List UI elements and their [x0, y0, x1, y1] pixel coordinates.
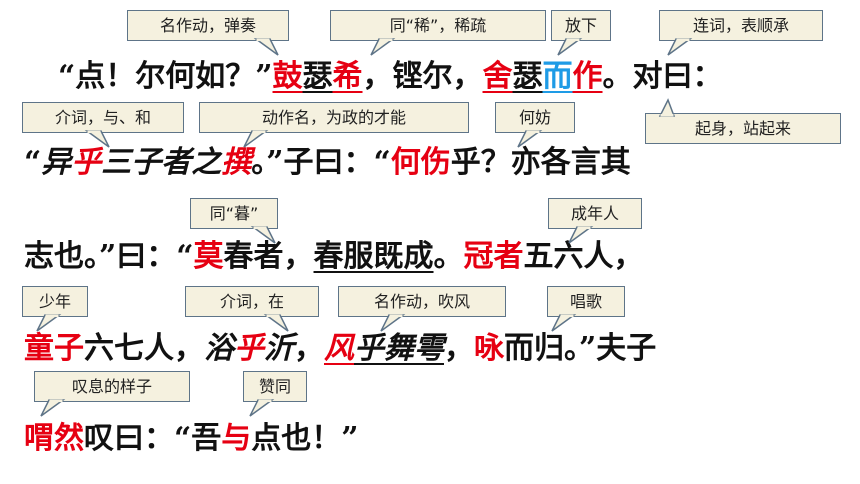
highlighted-word: 鼓: [272, 59, 303, 94]
callout-text: 介词，在: [219, 292, 284, 311]
text-segment: ，: [294, 331, 324, 366]
callout-heshang-note: 何妨: [495, 102, 575, 148]
text-segment: 。: [433, 239, 464, 274]
callout-text: 连词，表顺承: [692, 16, 789, 35]
callout-tongzi-note: 少年: [22, 286, 88, 332]
callout-pointer: [370, 37, 396, 56]
callout-pointer: [253, 37, 279, 56]
highlighted-word: 而: [542, 59, 573, 94]
callout-text: 叹息的样子: [71, 377, 152, 396]
text-segment: ，: [444, 331, 474, 366]
callout-pointer: [551, 313, 577, 332]
text-segment: 点也！”: [251, 421, 359, 456]
callout-pointer: [380, 313, 406, 332]
callout-pointer: [243, 129, 269, 148]
callout-she-note: 放下: [551, 10, 611, 56]
callout-text: 介词，与、和: [54, 108, 151, 127]
callout-er-note: 连词，表顺承: [659, 10, 823, 56]
callout-text: 少年: [38, 292, 71, 311]
text-segment: 瑟: [302, 59, 333, 94]
callout-pointer: [263, 313, 289, 332]
callout-text: 名作动，吹风: [373, 292, 470, 311]
callout-pointer: [568, 225, 594, 244]
highlighted-word: 童子: [24, 331, 84, 366]
callout-text: 唱歌: [569, 292, 602, 311]
callout-pointer: [658, 97, 676, 117]
highlighted-word: 乎: [71, 145, 102, 180]
highlighted-word: 咏: [474, 331, 504, 366]
callout-text: 名作动，弹奏: [159, 16, 256, 35]
callout-yong-note: 唱歌: [547, 286, 625, 332]
text-segment: 。”子曰：“: [251, 145, 391, 180]
callout-text: 动作名，为政的才能: [261, 108, 406, 127]
text-segment: “: [24, 145, 42, 180]
text-segment: 。对曰：: [602, 59, 723, 94]
callout-zuo-note: 起身，站起来: [645, 97, 841, 144]
callout-xi-note: 同“稀”，稀疏: [330, 10, 546, 56]
callout-text: 赞同: [258, 377, 291, 396]
callout-gu-note: 名作动，弹奏: [127, 10, 289, 56]
highlighted-word: 喟然: [24, 421, 84, 456]
highlighted-word: 风: [324, 331, 354, 366]
text-line-2: “异乎三子者之撰。”子曰：“何伤乎？亦各言其: [24, 143, 631, 183]
callout-feng-note: 名作动，吹风: [338, 286, 506, 332]
callout-zhuan-note: 动作名，为政的才能: [199, 102, 469, 148]
callout-pointer: [250, 225, 276, 244]
callout-hu-note: 介词，与、和: [22, 102, 184, 148]
callout-pointer: [557, 37, 583, 56]
highlighted-word: 乎: [234, 331, 264, 366]
highlighted-word: 莫: [193, 239, 224, 274]
text-segment: 春者，: [223, 239, 314, 274]
callout-text: 放下: [564, 16, 597, 35]
highlighted-word: 希: [332, 59, 363, 94]
callout-text: 何妨: [518, 108, 551, 127]
callout-text: 成年人: [570, 204, 619, 223]
text-segment: 乎？亦各言其: [450, 145, 631, 180]
highlighted-word: 何伤: [390, 145, 451, 180]
text-segment: 叹曰：“吾: [84, 421, 222, 456]
highlighted-word: 冠者: [463, 239, 524, 274]
callout-pointer: [40, 398, 66, 417]
callout-kuiran-note: 叹息的样子: [34, 371, 190, 417]
text-segment: 而归。”夫子: [504, 331, 657, 366]
text-line-4: 童子六七人，浴乎沂，风乎舞雩，咏而归。”夫子: [24, 329, 656, 369]
text-segment: 瑟: [512, 59, 543, 94]
text-line-3: 志也。”曰：“莫春者，春服既成。冠者五六人，: [24, 237, 644, 277]
text-segment: ，铿尔，: [362, 59, 483, 94]
text-segment: 春服既成: [313, 239, 434, 274]
text-segment: 乎舞雩: [354, 331, 444, 366]
callout-pointer: [517, 129, 543, 148]
callout-pointer: [249, 398, 275, 417]
callout-yuhu-note: 介词，在: [185, 286, 319, 332]
highlighted-word: 舍: [482, 59, 513, 94]
text-segment: 志也。”曰：“: [24, 239, 194, 274]
highlighted-word: 撰: [221, 145, 252, 180]
text-segment: 三子者之: [101, 145, 222, 180]
callout-mu-note: 同“暮”: [190, 198, 278, 244]
callout-pointer: [36, 313, 62, 332]
text-segment: “点！尔何如？”: [58, 59, 273, 94]
callout-pointer: [667, 37, 693, 56]
callout-text: 同“稀”，稀疏: [389, 16, 487, 35]
callout-text: 同“暮”: [209, 204, 259, 223]
text-line-1: “点！尔何如？”鼓瑟希，铿尔，舍瑟而作。对曰：: [58, 57, 723, 97]
text-line-5: 喟然叹曰：“吾与点也！”: [24, 419, 359, 459]
text-segment: 沂: [264, 331, 294, 366]
callout-pointer: [84, 129, 110, 148]
text-segment: 六七人，: [84, 331, 204, 366]
text-segment: 异: [41, 145, 72, 180]
callout-yu-note: 赞同: [243, 371, 307, 417]
text-segment: 浴: [204, 331, 234, 366]
callout-text: 起身，站起来: [694, 119, 791, 138]
text-segment: 五六人，: [523, 239, 644, 274]
callout-guanzhe-note: 成年人: [548, 198, 642, 244]
highlighted-word: 作: [572, 59, 603, 94]
highlighted-word: 与: [221, 421, 252, 456]
